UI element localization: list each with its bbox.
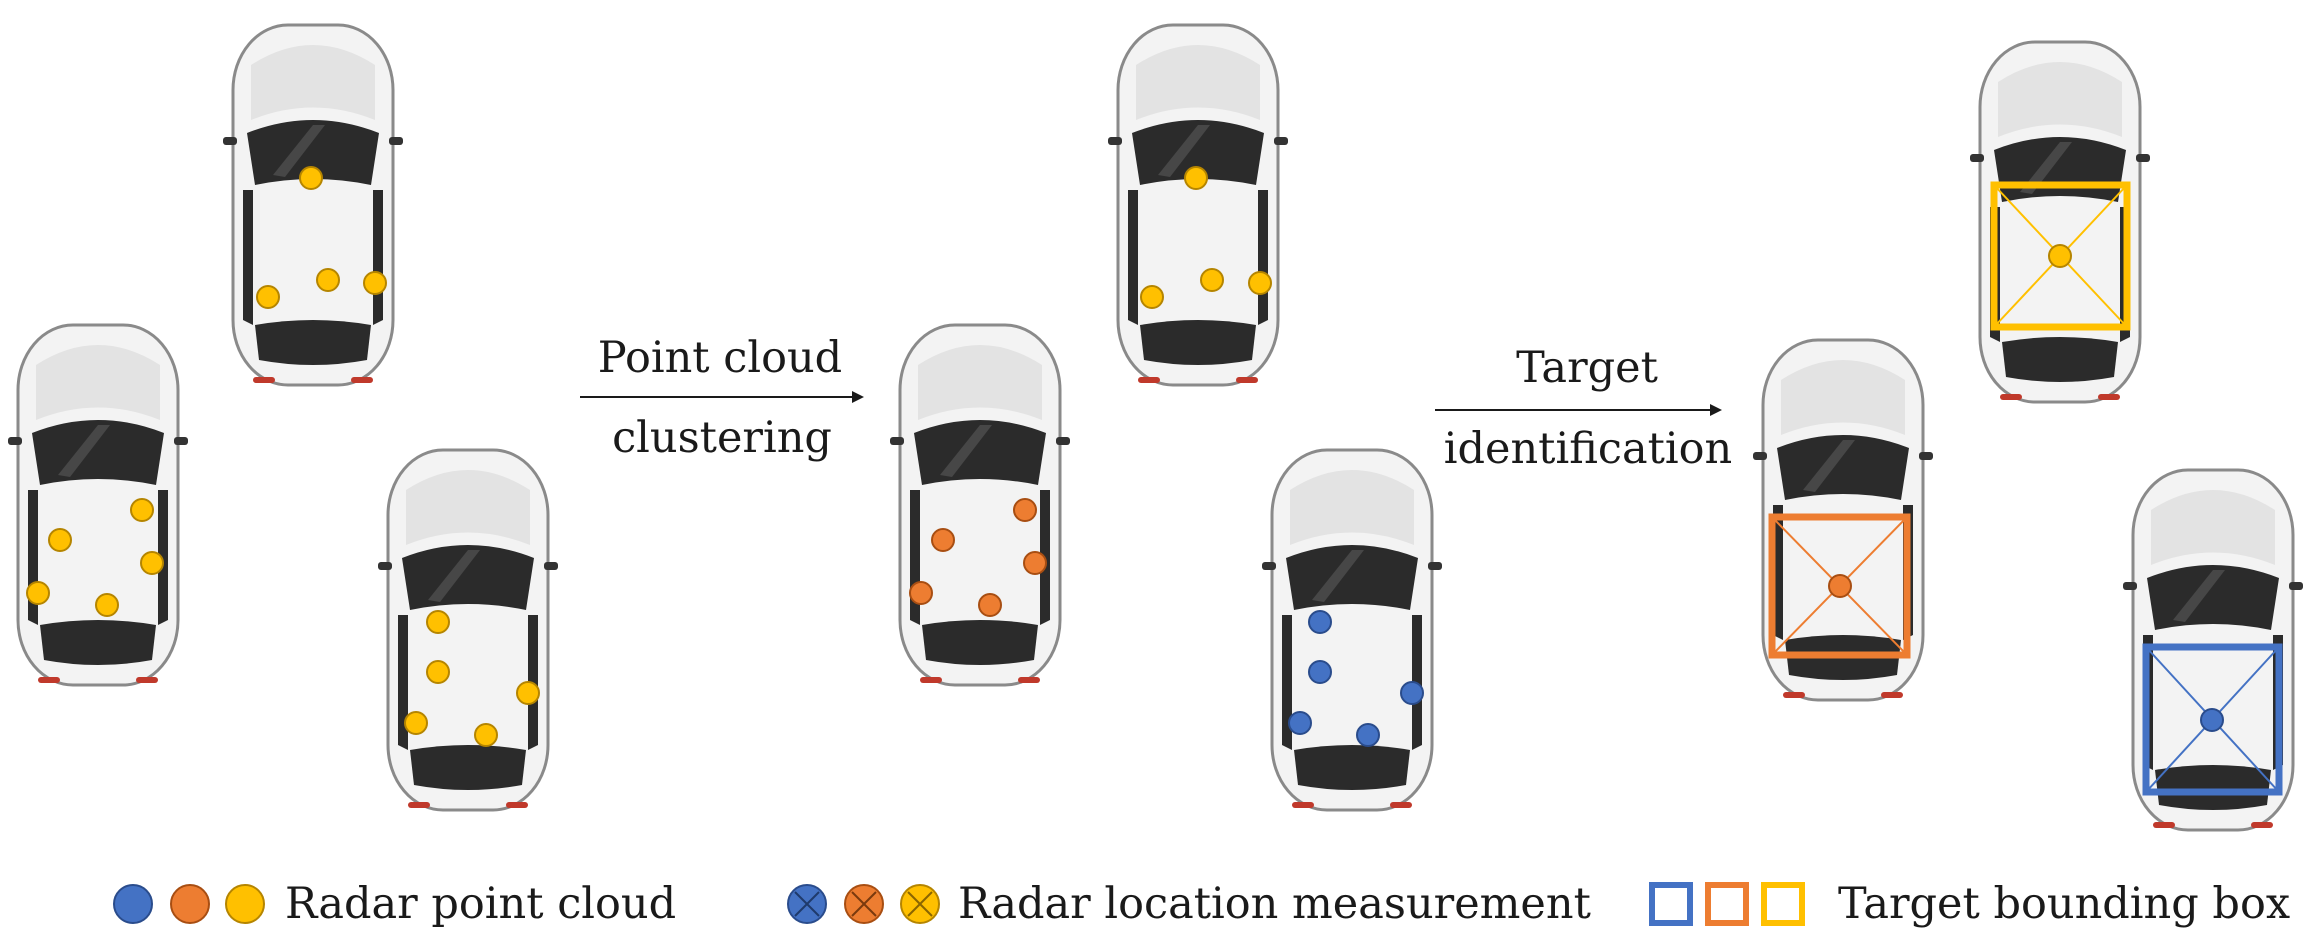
stage-clustered: [888, 23, 1444, 812]
arrow-2-line-2: identification: [1444, 424, 1732, 474]
car-2: [6, 323, 190, 687]
stage-targets: [1751, 40, 2305, 832]
arrow-1-line-2: clustering: [612, 413, 832, 463]
arrow-2-line-1: Target: [1516, 343, 1658, 393]
legend-location-measurement: Radar location measurement: [787, 879, 1591, 929]
car-3: [376, 448, 560, 812]
stage-raw-points: [6, 23, 560, 812]
arrow-clustering: Point cloud clustering: [580, 333, 864, 463]
legend-point-cloud: Radar point cloud: [113, 879, 676, 929]
legend-point-cloud-label: Radar point cloud: [285, 879, 676, 929]
cluster-yellow: [1140, 166, 1272, 309]
car-5: [888, 323, 1072, 687]
cluster-blue: [1288, 610, 1424, 747]
point-cloud-car-2: [26, 498, 164, 617]
point-cloud-car-3: [404, 610, 540, 747]
bounding-box-yellow: [1990, 181, 2131, 331]
cluster-orange: [909, 498, 1047, 617]
bounding-box-blue: [2142, 643, 2283, 796]
arrow-identification: Target identification: [1435, 343, 1732, 474]
arrow-1-line-1: Point cloud: [598, 333, 842, 383]
car-4: [1106, 23, 1290, 387]
car-1: [221, 23, 405, 387]
point-cloud-car-1: [256, 166, 387, 309]
car-6: [1260, 448, 1444, 812]
legend-bounding-box: Target bounding box: [1649, 879, 2290, 929]
bounding-box-orange: [1768, 513, 1911, 659]
legend: Radar point cloud Radar location measure…: [113, 879, 2290, 929]
legend-bounding-box-label: Target bounding box: [1838, 879, 2290, 929]
legend-location-measurement-label: Radar location measurement: [958, 879, 1591, 929]
